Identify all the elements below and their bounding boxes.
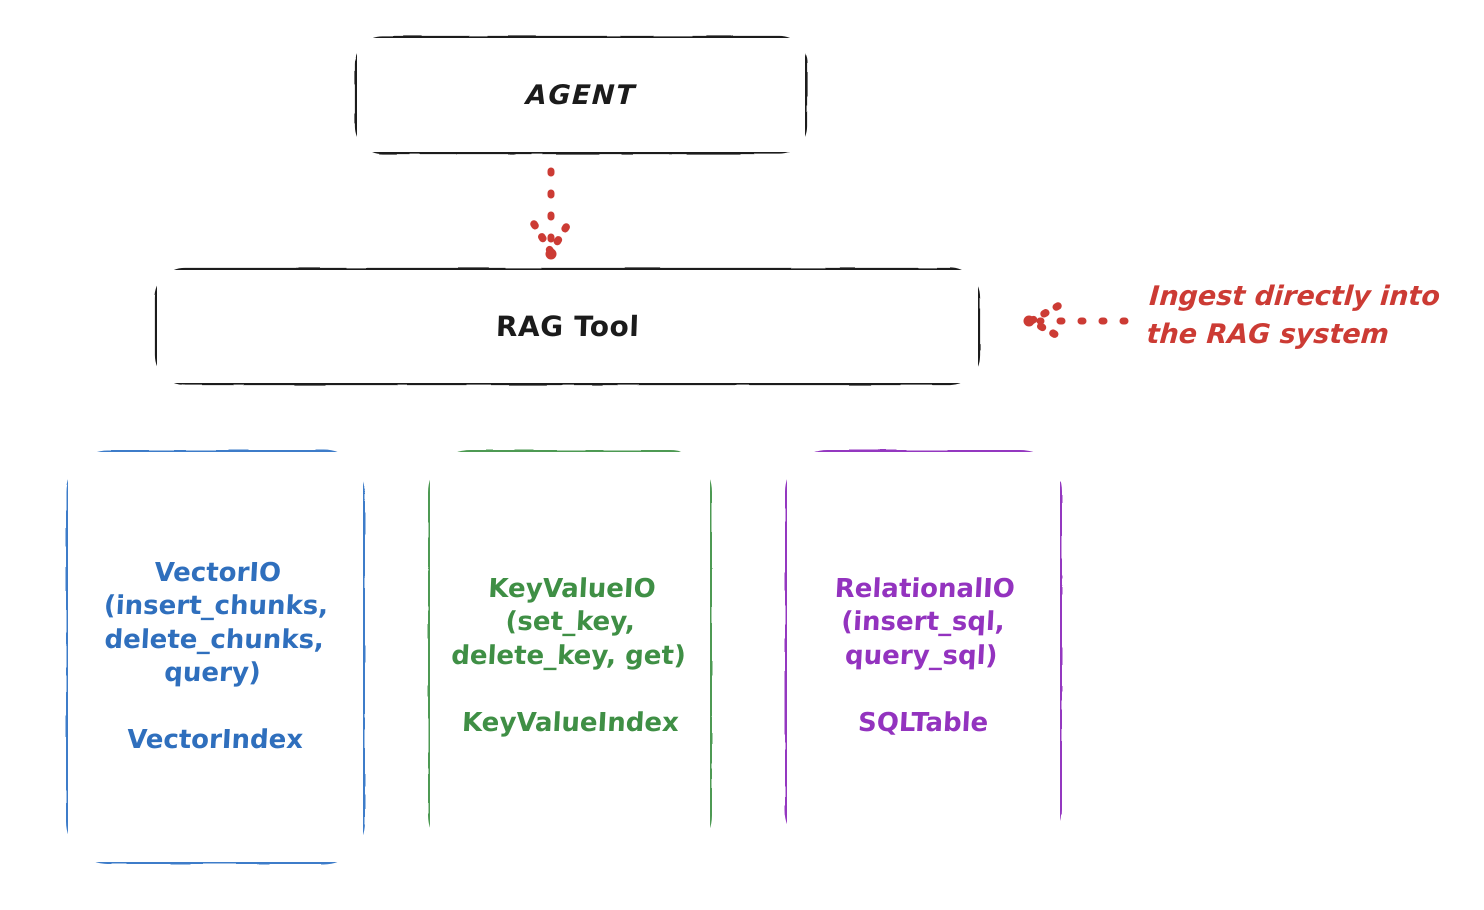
key-value-io-api-label: KeyValueIO (set_key, delete_key, get) [450, 574, 687, 671]
relational-io-api-label: RelationalIO (insert_sql, query_sql) [834, 574, 1017, 671]
relational-io-type-label: SQLTable [857, 708, 990, 739]
ingest-annotation: Ingest directly into the RAG system [1145, 281, 1442, 351]
vector-io-type-label: VectorIndex [126, 724, 305, 755]
key-value-io-node[interactable]: KeyValueIO (set_key, delete_key, get) Ke… [430, 452, 710, 862]
agent-node[interactable]: AGENT [357, 38, 805, 152]
rag-tool-label: RAG Tool [495, 310, 640, 343]
agent-to-rag-tool-arrow [530, 167, 572, 260]
key-value-io-type-label: KeyValueIndex [460, 708, 680, 739]
ingest-to-rag-tool-arrow [1023, 302, 1129, 340]
vector-io-api-label: VectorIO (insert_chunks, delete_chunks, … [103, 557, 330, 688]
vector-io-node[interactable]: VectorIO (insert_chunks, delete_chunks, … [68, 452, 363, 862]
rag-tool-node[interactable]: RAG Tool [157, 270, 978, 383]
relational-io-node[interactable]: RelationalIO (insert_sql, query_sql) SQL… [787, 452, 1060, 862]
agent-label: AGENT [525, 79, 637, 111]
